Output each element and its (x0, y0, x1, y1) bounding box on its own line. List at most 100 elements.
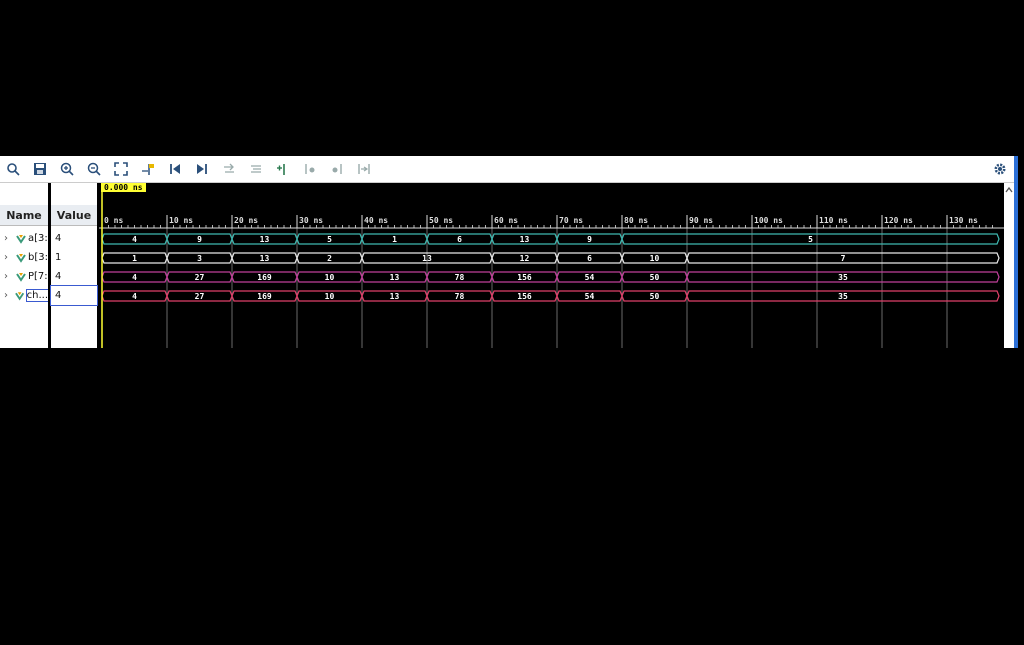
bus-value-label: 9 (587, 235, 592, 244)
zoom-fit-icon (114, 162, 128, 176)
bus-value-label: 27 (195, 292, 205, 301)
bus-segment (686, 290, 1000, 302)
signal-name-row[interactable]: › a[3: (0, 229, 48, 248)
signal-name-label: a[3: (28, 233, 48, 244)
zoom-in-button[interactable] (56, 159, 78, 179)
swap-icon (224, 163, 234, 173)
signal-name-label: P[7: (28, 271, 48, 282)
skip-end-icon (197, 164, 207, 174)
tick-label: 60 ns (494, 216, 518, 225)
bus-value-label: 35 (838, 292, 848, 301)
signal-name-label: b[3: (28, 252, 48, 263)
tick-label: 50 ns (429, 216, 453, 225)
bus-segment (296, 252, 363, 264)
chevron-right-icon[interactable]: › (4, 271, 8, 282)
bus-value-label: 78 (455, 273, 465, 282)
bus-value-label: 169 (257, 273, 272, 282)
bus-signal-icon (16, 253, 26, 263)
settings-button[interactable] (989, 159, 1011, 179)
go-to-start-button[interactable] (164, 159, 186, 179)
bus-segment (231, 233, 298, 245)
value-column-header[interactable]: Value (51, 205, 97, 226)
bus-segment (361, 252, 493, 264)
bus-signal-icon (16, 234, 26, 244)
zoom-fit-button[interactable] (110, 159, 132, 179)
bus-value-label: 27 (195, 273, 205, 282)
bus-value-label: 156 (517, 292, 532, 301)
save-icon (34, 163, 46, 175)
bus-segment (621, 252, 688, 264)
prev-marker-button[interactable] (299, 159, 321, 179)
scroll-up-icon[interactable] (1004, 185, 1014, 195)
zoom-in-icon (60, 162, 74, 176)
tick-label: 70 ns (559, 216, 583, 225)
tick-label: 80 ns (624, 216, 648, 225)
tick-label: 0 ns (104, 216, 123, 225)
bus-value-label: 35 (838, 273, 848, 282)
signal-value-column: Value 4 1 4 4 (50, 183, 98, 348)
bus-value-label: 10 (325, 292, 335, 301)
signal-name-row[interactable]: ›ch... (0, 286, 48, 305)
window-edge (1014, 156, 1018, 348)
signal-name-row[interactable]: › P[7: (0, 267, 48, 286)
bus-value-label: 156 (517, 273, 532, 282)
name-column-header[interactable]: Name (0, 205, 48, 226)
signal-value-cell[interactable]: 1 (55, 252, 62, 263)
bus-segment (491, 271, 558, 283)
signal-value-cell[interactable]: 4 (55, 271, 62, 282)
bus-value-label: 3 (197, 254, 202, 263)
tick-label: 120 ns (884, 216, 913, 225)
search-icon (7, 163, 20, 176)
bus-value-label: 169 (257, 292, 272, 301)
search-button[interactable] (2, 159, 24, 179)
add-marker-list-button[interactable] (245, 159, 267, 179)
bus-segment (231, 252, 298, 264)
tick-label: 20 ns (234, 216, 258, 225)
bus-value-label: 10 (650, 254, 660, 263)
bus-segment (556, 252, 623, 264)
bus-value-label: 13 (390, 273, 400, 282)
signal-value-cell[interactable]: 4 (55, 233, 62, 244)
signal-value-cell[interactable]: 4 (50, 285, 98, 306)
bus-value-label: 4 (132, 235, 137, 244)
bus-value-label: 13 (520, 235, 530, 244)
signal-name-row[interactable]: › b[3: (0, 248, 48, 267)
cursor-flag-icon (142, 164, 154, 175)
swap-cursors-button[interactable] (218, 159, 240, 179)
bus-segment (361, 290, 428, 302)
chevron-right-icon[interactable]: › (4, 290, 8, 301)
zoom-out-button[interactable] (83, 159, 105, 179)
cursor-time-label[interactable]: 0.000 ns (101, 183, 146, 192)
bus-segment (491, 290, 558, 302)
bus-signal-icon (16, 272, 26, 282)
snap-button[interactable] (353, 159, 375, 179)
waveform-toolbar (0, 156, 1014, 183)
tick-label: 90 ns (689, 216, 713, 225)
bus-value-label: 1 (132, 254, 137, 263)
bus-segment (426, 290, 493, 302)
vertical-scrollbar[interactable] (1004, 183, 1014, 348)
bus-value-label: 13 (422, 254, 432, 263)
save-button[interactable] (29, 159, 51, 179)
bus-segment (491, 252, 558, 264)
gear-icon (994, 163, 1006, 175)
chevron-right-icon[interactable]: › (4, 233, 8, 244)
bus-segment (296, 290, 363, 302)
bus-value-label: 54 (585, 292, 595, 301)
prev-marker-icon (305, 164, 315, 174)
go-to-end-button[interactable] (191, 159, 213, 179)
chevron-right-icon[interactable]: › (4, 252, 8, 263)
next-marker-button[interactable] (326, 159, 348, 179)
tick-label: 10 ns (169, 216, 193, 225)
bus-segment (686, 271, 1000, 283)
add-marker-button[interactable] (272, 159, 294, 179)
bus-value-label: 12 (520, 254, 530, 263)
bus-segment (166, 252, 233, 264)
go-to-cursor-button[interactable] (137, 159, 159, 179)
bus-segment (621, 290, 688, 302)
tick-label: 40 ns (364, 216, 388, 225)
bus-value-label: 50 (650, 273, 660, 282)
bus-segment (426, 271, 493, 283)
